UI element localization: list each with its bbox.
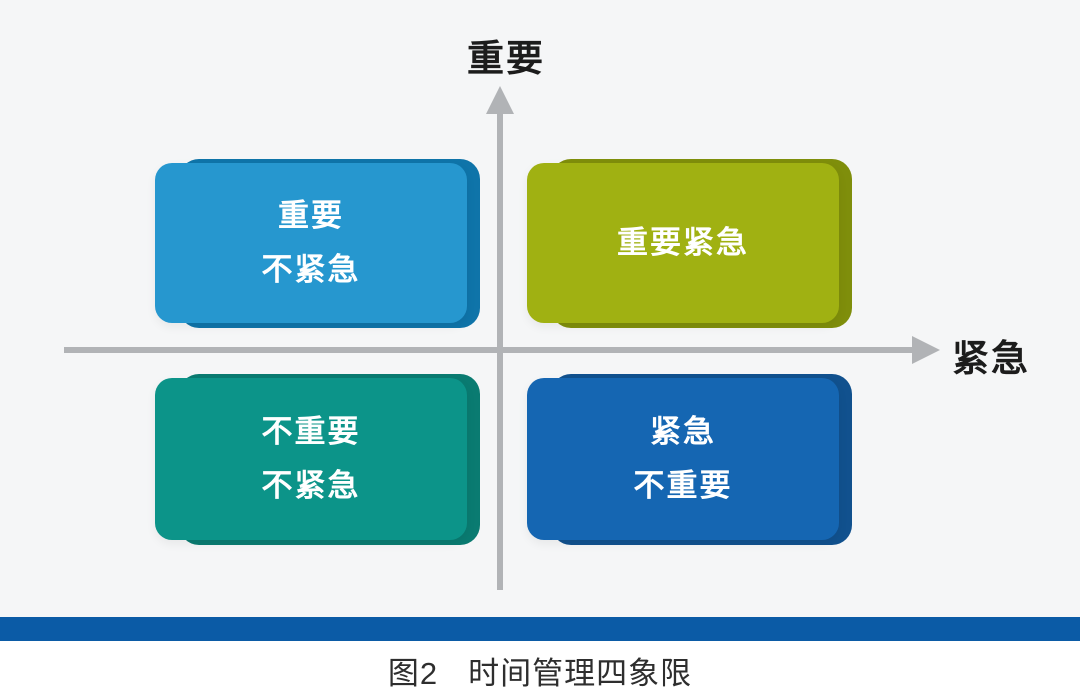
quadrant-label-line: 重要 (278, 198, 344, 233)
horizontal-axis-label: 紧急 (952, 338, 1030, 379)
vertical-axis-label: 重要 (467, 38, 545, 79)
quadrant-label-line: 不紧急 (261, 252, 361, 287)
quadrant-urgent-not-important: 紧急 不重要 (527, 374, 852, 545)
quadrant-label-line: 不紧急 (261, 468, 361, 503)
arrow-right-icon (912, 336, 940, 364)
figure-caption: 图2 时间管理四象限 (0, 641, 1080, 699)
quadrant-label-line: 紧急 (650, 414, 716, 449)
arrow-up-icon (486, 86, 514, 114)
quadrant-important-not-urgent: 重要 不紧急 (155, 159, 480, 328)
horizontal-axis-line (64, 347, 914, 353)
quadrant-important-urgent: 重要紧急 (527, 159, 852, 328)
quadrant-label-line: 重要紧急 (617, 225, 749, 260)
quadrant-not-important-not-urgent: 不重要 不紧急 (155, 374, 480, 545)
divider-bar (0, 617, 1080, 641)
quadrant-face: 重要 不紧急 (155, 163, 467, 323)
quadrant-face: 不重要 不紧急 (155, 378, 467, 540)
figure-number: 图2 (387, 655, 439, 691)
quadrant-face: 重要紧急 (527, 163, 839, 323)
quadrant-label-line: 不重要 (633, 468, 733, 503)
quadrant-label-line: 不重要 (261, 414, 361, 449)
figure-title: 时间管理四象限 (468, 655, 693, 691)
quadrant-face: 紧急 不重要 (527, 378, 839, 540)
